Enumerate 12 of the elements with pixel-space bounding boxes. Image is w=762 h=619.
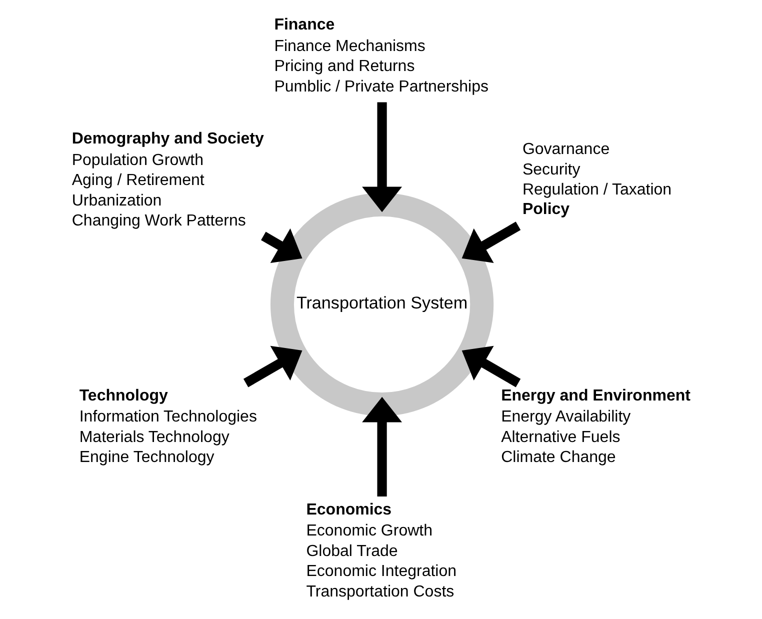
arrow	[362, 396, 402, 496]
node-text: Demography and Society Population Growth Aging / Retirement Urbanization Changing Work Patterns	[71, 130, 264, 230]
node-text: Finance Finance Mechanisms Pricing and Returns Pumblic / Private Partnerships	[274, 16, 488, 96]
node-text: Technology Information Technologies Materials Technology Engine Technology	[78, 387, 256, 466]
arrow	[461, 346, 520, 388]
arrow	[362, 102, 402, 212]
arrow	[260, 228, 302, 263]
node-text: Energy and Environment Energy Availability Alternative Fuels Climate Change	[500, 387, 690, 466]
arrow	[242, 346, 302, 388]
arrow	[461, 222, 520, 263]
node-text: Economics Economic Growth Global Trade Economic Integration Transportation Costs	[306, 501, 456, 600]
node-text: Govarnance Security Regulation / Taxation Policy	[522, 141, 672, 218]
